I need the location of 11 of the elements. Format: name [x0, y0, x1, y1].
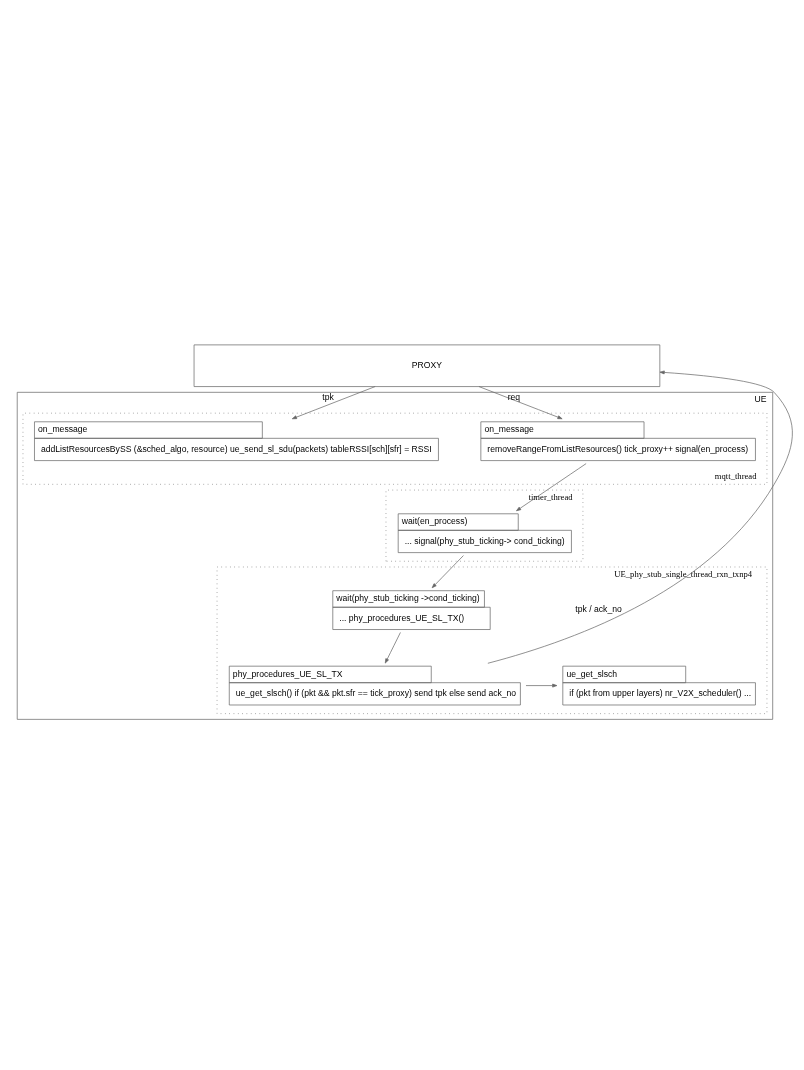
arrow — [291, 386, 376, 420]
arrow — [478, 386, 563, 420]
arrow — [516, 463, 587, 512]
arrow — [487, 370, 793, 664]
edge-label: req — [507, 392, 521, 403]
arrow — [431, 555, 464, 589]
node-box: PROXY — [193, 344, 661, 387]
edge-label: tpk / ack_no — [575, 604, 622, 615]
arrow — [384, 632, 401, 664]
edge-label: tpk — [322, 392, 334, 403]
arrow — [525, 683, 558, 688]
